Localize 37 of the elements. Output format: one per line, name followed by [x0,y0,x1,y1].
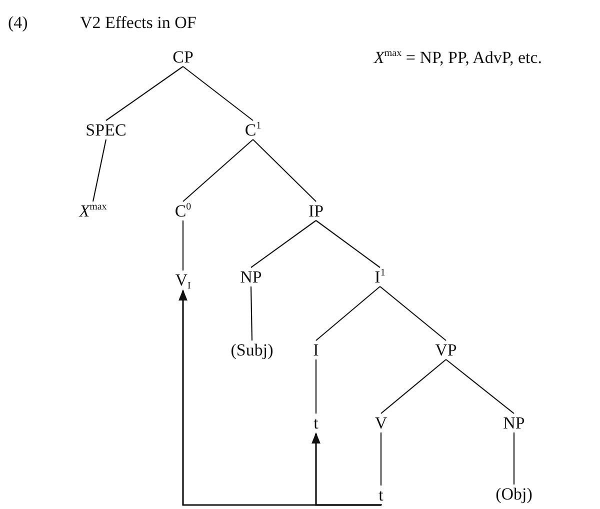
tree-branch [380,286,446,341]
tree-branch [182,139,254,202]
tree-node-label: IP [307,202,325,220]
tree-branch [250,220,316,268]
tree-node-label: NP [239,268,263,286]
tree-node-label: t [378,486,384,504]
tree-branch [316,286,380,341]
tree-branch [92,139,107,202]
tree-branch [380,359,446,414]
note-text: X$^{max}$ = NP, PP, AdvP, etc. [374,48,542,67]
tree-branch [252,139,316,202]
tree-branch [182,66,254,121]
tree-node-label: V$_{I}$ [174,270,192,290]
tree-node-label: I [312,340,320,360]
example-number: (4) [8,13,28,32]
tree-node-label: V [374,414,388,432]
tree-branch [380,432,382,486]
tree-node-label: X$^{max}$ [78,202,108,220]
tree-node-label: VP [434,340,458,360]
tree-node-label: CP [172,48,194,66]
tree-node-label: I$^{1}$ [374,268,386,286]
tree-branch [315,360,317,414]
diagram-title: V2 Effects in OF [80,13,196,32]
tree-node-label: (Subj) [230,340,274,360]
tree-branch [106,66,184,121]
tree-branch [182,220,184,270]
tree-node-label: C$^{1}$ [244,120,262,140]
tree-node-label: t [312,414,320,432]
tree-node-label: (Obj) [494,484,534,504]
tree-branch [250,286,253,340]
tree-node-label: NP [502,414,526,432]
tree-branch [316,220,380,268]
tree-branch [446,359,514,414]
tree-branch [513,432,515,484]
tree-node-label: SPEC [84,120,128,140]
tree-node-label: C$^{0}$ [174,202,192,220]
movement-arrow [178,289,382,506]
